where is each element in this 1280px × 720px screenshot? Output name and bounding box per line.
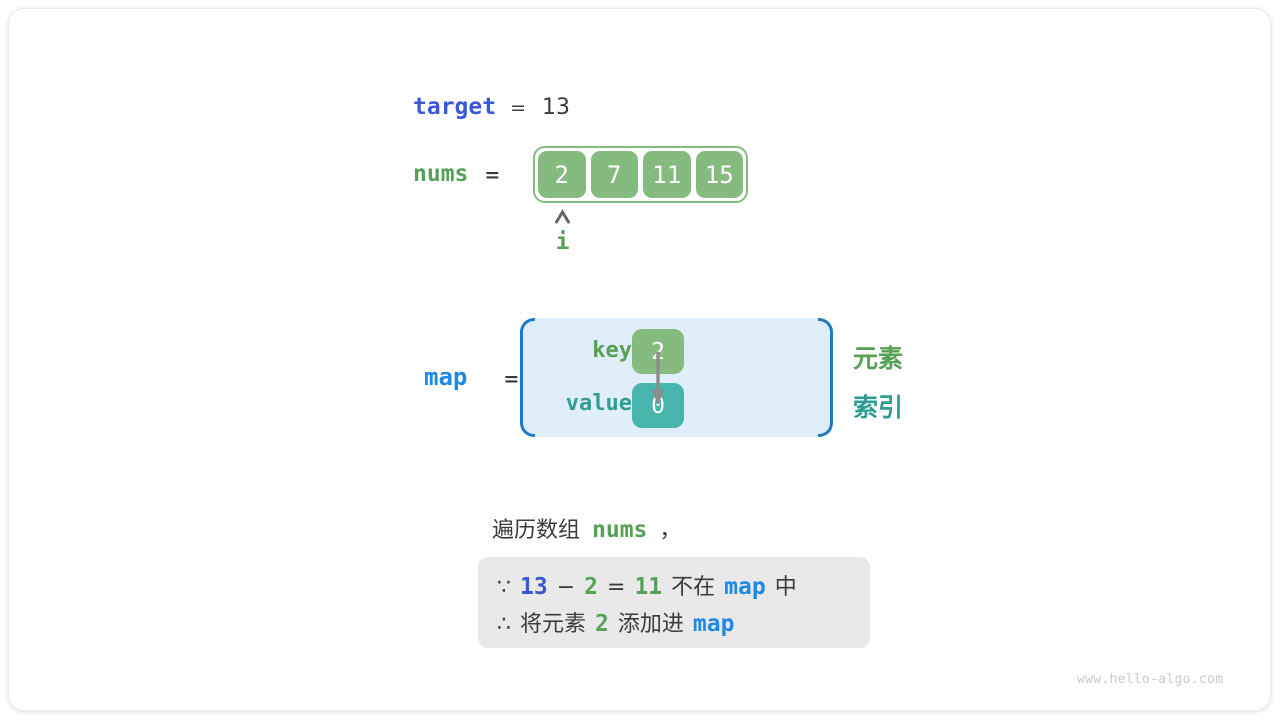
note-token: 13 — [520, 574, 548, 600]
target-variable-label: target — [413, 94, 497, 120]
note-token: map — [724, 574, 766, 600]
note-line-2: ∴ 将元素 2 添加进 map — [497, 606, 870, 643]
array-cell-3: 15 — [695, 151, 743, 198]
note-token: map — [692, 611, 735, 637]
nums-array: 2 7 11 15 — [533, 146, 748, 203]
note-token: − — [556, 575, 576, 600]
right-bracket — [818, 318, 833, 437]
target-assignment: target = 13 — [413, 94, 570, 120]
map-variable-label: map — [424, 363, 468, 391]
site-watermark: www.hello-algo.com — [1077, 672, 1224, 687]
note-token: 添加进 — [617, 612, 684, 637]
reasoning-note-box: ∵ 13−2 = 11 不在 map 中 ∴ 将元素 2 添加进 map — [478, 557, 870, 648]
caption-sentence: 遍历数组 nums ， — [492, 512, 681, 544]
note-token: ∵ — [497, 575, 511, 600]
nums-equals-sign: = — [484, 164, 501, 186]
target-value: 13 — [542, 95, 571, 120]
legend-index-label: 索引 — [853, 393, 904, 422]
map-container: key value 2 0 — [520, 318, 833, 437]
map-assignment: map = — [424, 363, 519, 391]
array-cell-2: 11 — [643, 151, 691, 198]
note-token: 2 — [584, 574, 598, 600]
caption-nums-code: nums — [592, 517, 648, 543]
legend-element-label: 元素 — [853, 344, 904, 373]
note-token: 11 — [634, 574, 663, 600]
key-label: key — [592, 338, 632, 363]
nums-variable-label: nums — [413, 161, 469, 187]
value-label: value — [565, 391, 632, 416]
note-token: 不在 — [671, 575, 716, 600]
note-token: = — [607, 575, 626, 600]
array-cell-0: 2 — [538, 151, 586, 198]
array-cell-1: 7 — [590, 151, 638, 198]
map-equals-sign: = — [503, 368, 520, 390]
note-token: 将元素 — [520, 612, 587, 637]
pointer-up-arrow-icon — [555, 209, 570, 224]
note-token: ∴ — [497, 612, 511, 637]
index-pointer-label: i — [555, 229, 570, 255]
caption-comma: ， — [659, 518, 682, 543]
note-token: 中 — [774, 575, 797, 600]
note-token: 2 — [595, 611, 609, 637]
note-line-1: ∵ 13−2 = 11 不在 map 中 — [497, 569, 870, 606]
nums-assignment: nums = — [413, 161, 500, 187]
key-to-value-arrow-icon — [651, 352, 665, 405]
caption-prefix: 遍历数组 — [492, 518, 581, 543]
target-equals-sign: = — [510, 97, 527, 119]
left-bracket — [520, 318, 535, 437]
